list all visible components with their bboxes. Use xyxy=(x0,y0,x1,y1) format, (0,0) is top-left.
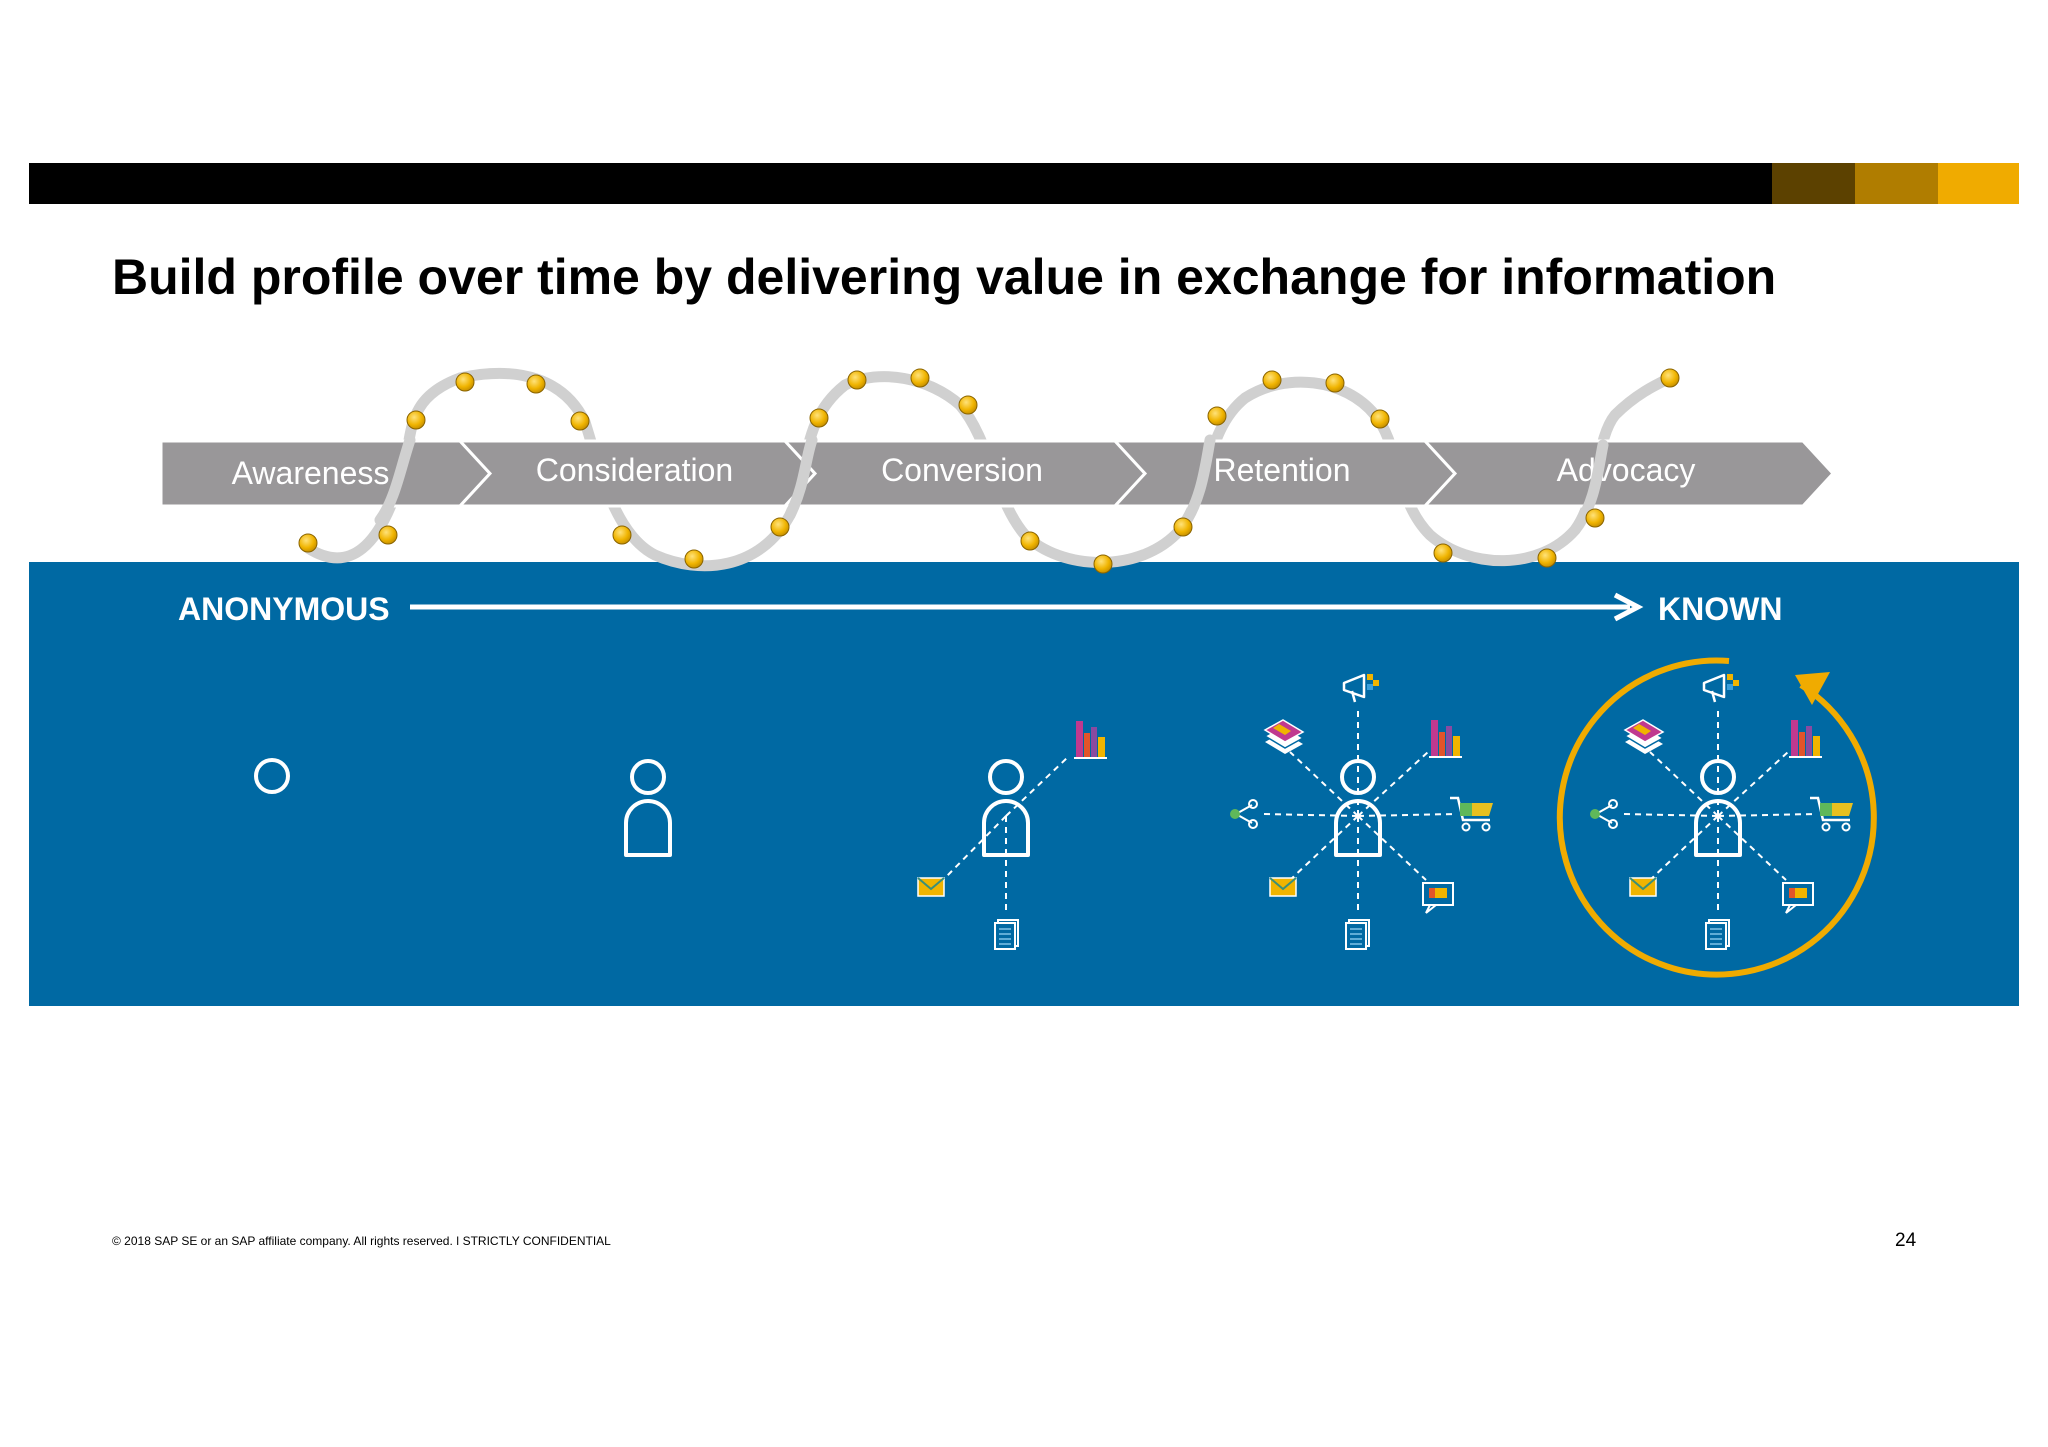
journey-dot xyxy=(1433,543,1453,563)
stage-label: Consideration xyxy=(536,452,733,488)
journey-dot xyxy=(1660,368,1680,388)
header-accent-light xyxy=(1938,163,2019,204)
journey-dot xyxy=(1173,517,1193,537)
journey-dot xyxy=(612,525,632,545)
profile-panel xyxy=(29,562,2019,1006)
slide-title: Build profile over time by delivering va… xyxy=(112,249,1777,305)
journey-wave-back xyxy=(302,367,1676,572)
stage-label: Awareness xyxy=(232,455,390,491)
journey-dot xyxy=(910,368,930,388)
journey-dot xyxy=(1370,409,1390,429)
journey-dot xyxy=(1585,508,1605,528)
journey-dot xyxy=(847,370,867,390)
footer-copyright: © 2018 SAP SE or an SAP affiliate compan… xyxy=(112,1234,611,1248)
journey-dot xyxy=(958,395,978,415)
stage-chevron-awareness: Awareness xyxy=(159,439,493,508)
journey-dot xyxy=(1207,406,1227,426)
page-number: 24 xyxy=(1895,1230,1917,1251)
journey-dot xyxy=(1262,370,1282,390)
header-accent-dark xyxy=(1772,163,1855,204)
stage-label: Conversion xyxy=(881,452,1043,488)
wave-path xyxy=(302,367,1676,572)
journey-dot xyxy=(406,410,426,430)
journey-dot xyxy=(455,372,475,392)
stage-label: Advocacy xyxy=(1557,452,1696,488)
stage-chevron-advocacy: Advocacy xyxy=(1421,439,1836,508)
journey-dot xyxy=(1325,373,1345,393)
journey-dot xyxy=(1020,531,1040,551)
header-accent-mid xyxy=(1855,163,1938,204)
journey-dot xyxy=(298,533,318,553)
journey-dot xyxy=(770,517,790,537)
journey-dot xyxy=(526,374,546,394)
journey-dot xyxy=(570,411,590,431)
journey-dots xyxy=(298,368,1680,574)
stage-chevron-retention: Retention xyxy=(1111,439,1458,508)
journey-wave-front xyxy=(374,434,1609,536)
journey-dot xyxy=(378,525,398,545)
stage-chevrons: Awareness Consideration Conversion Retentio… xyxy=(159,439,1836,508)
stage-label: Retention xyxy=(1214,452,1351,488)
stage-chevron-consideration: Consideration xyxy=(456,439,818,508)
stage-chevron-conversion: Conversion xyxy=(781,439,1148,508)
header-bar xyxy=(29,163,2019,204)
journey-dot xyxy=(809,408,829,428)
